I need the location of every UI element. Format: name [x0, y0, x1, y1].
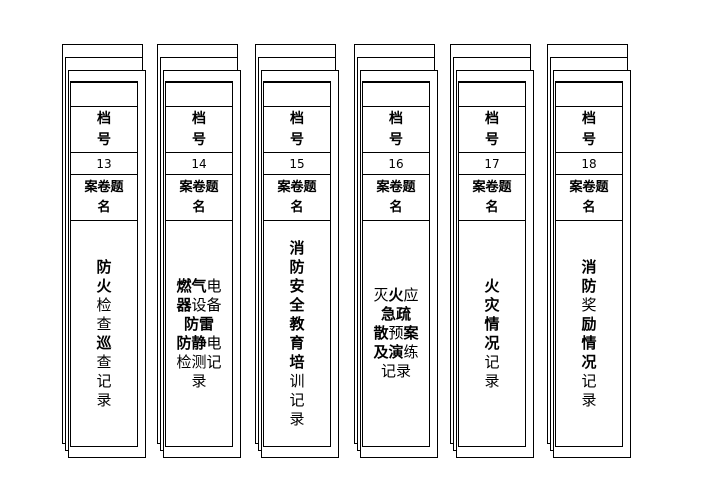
spine-label: 档 号 18 案卷题 名 消防奖励情况记录 — [555, 81, 623, 447]
title-line: 检 — [96, 295, 112, 314]
spine-label: 档 号 17 案卷题 名 火灾情况记录 — [458, 81, 526, 447]
spine-top-cell — [459, 83, 525, 107]
title-line: 防静电 — [176, 333, 222, 352]
archive-number-value: 18 — [556, 153, 622, 175]
archive-number-label: 档 号 — [459, 107, 525, 153]
title-line: 防 — [96, 257, 112, 276]
title-line: 安 — [289, 276, 305, 295]
title-line: 录 — [191, 371, 207, 390]
archive-number-value: 17 — [459, 153, 525, 175]
title-line: 查 — [96, 314, 112, 333]
file-title-value: 消防安全教育培训记录 — [264, 221, 330, 446]
file-title-value: 防火检查巡查记录 — [71, 221, 137, 446]
title-line: 记 — [484, 352, 500, 371]
title-line: 情 — [581, 333, 597, 352]
title-line: 奖 — [581, 295, 597, 314]
title-line: 记 — [289, 390, 305, 409]
archive-number-value: 16 — [363, 153, 429, 175]
archive-number-label: 档 号 — [264, 107, 330, 153]
file-title-label: 案卷题 名 — [71, 175, 137, 221]
title-line: 查 — [96, 352, 112, 371]
archive-number-label: 档 号 — [556, 107, 622, 153]
title-line: 器设备 — [176, 295, 222, 314]
archive-number-value: 15 — [264, 153, 330, 175]
title-line: 消 — [581, 257, 597, 276]
title-line: 灭火应 — [373, 286, 419, 304]
title-line: 培 — [289, 352, 305, 371]
spine-top-cell — [71, 83, 137, 107]
spine-top-cell — [363, 83, 429, 107]
file-title-value: 火灾情况记录 — [459, 221, 525, 446]
archive-binder-14: 档 号 14 案卷题 名 燃气电器设备防雷防静电检测记录 — [157, 44, 241, 458]
spine-top-cell — [264, 83, 330, 107]
file-title-label: 案卷题 名 — [459, 175, 525, 221]
archive-number-label: 档 号 — [166, 107, 232, 153]
title-line: 况 — [484, 333, 500, 352]
archive-binder-16: 档 号 16 案卷题 名 灭火应急疏散预案及演练记录 — [354, 44, 438, 458]
title-line: 况 — [581, 352, 597, 371]
title-line: 录 — [289, 409, 305, 428]
file-title-label: 案卷题 名 — [166, 175, 232, 221]
title-line: 火 — [484, 276, 500, 295]
spine-label: 档 号 14 案卷题 名 燃气电器设备防雷防静电检测记录 — [165, 81, 233, 447]
archive-number-label: 档 号 — [71, 107, 137, 153]
file-title-label: 案卷题 名 — [363, 175, 429, 221]
title-line: 育 — [289, 333, 305, 352]
title-line: 火 — [96, 276, 112, 295]
title-line: 灾 — [484, 295, 500, 314]
title-line: 训 — [289, 371, 305, 390]
spine-label: 档 号 13 案卷题 名 防火检查巡查记录 — [70, 81, 138, 447]
archive-binder-15: 档 号 15 案卷题 名 消防安全教育培训记录 — [255, 44, 339, 458]
title-line: 全 — [289, 295, 305, 314]
file-title-value: 燃气电器设备防雷防静电检测记录 — [166, 221, 232, 446]
archive-binder-17: 档 号 17 案卷题 名 火灾情况记录 — [450, 44, 534, 458]
title-line: 急疏 — [380, 305, 411, 323]
archive-binder-13: 档 号 13 案卷题 名 防火检查巡查记录 — [62, 44, 146, 458]
file-title-label: 案卷题 名 — [556, 175, 622, 221]
spine-label: 档 号 16 案卷题 名 灭火应急疏散预案及演练记录 — [362, 81, 430, 447]
file-title-value: 灭火应急疏散预案及演练记录 — [363, 221, 429, 446]
archive-binder-18: 档 号 18 案卷题 名 消防奖励情况记录 — [547, 44, 631, 458]
spine-label: 档 号 15 案卷题 名 消防安全教育培训记录 — [263, 81, 331, 447]
file-title-value: 消防奖励情况记录 — [556, 221, 622, 446]
title-line: 防 — [581, 276, 597, 295]
title-line: 情 — [484, 314, 500, 333]
archive-number-label: 档 号 — [363, 107, 429, 153]
title-line: 录 — [581, 390, 597, 409]
spine-top-cell — [556, 83, 622, 107]
file-title-label: 案卷题 名 — [264, 175, 330, 221]
title-line: 防雷 — [183, 314, 214, 333]
title-line: 教 — [289, 314, 305, 333]
title-line: 记 — [96, 371, 112, 390]
title-line: 记 — [581, 371, 597, 390]
title-line: 录 — [96, 390, 112, 409]
title-line: 励 — [581, 314, 597, 333]
title-line: 消 — [289, 238, 305, 257]
title-line: 防 — [289, 257, 305, 276]
title-line: 散预案 — [373, 324, 419, 342]
archive-number-value: 14 — [166, 153, 232, 175]
title-line: 及演练 — [373, 343, 419, 361]
title-line: 录 — [484, 371, 500, 390]
title-line: 检测记 — [176, 352, 222, 371]
spine-top-cell — [166, 83, 232, 107]
archive-number-value: 13 — [71, 153, 137, 175]
title-line: 巡 — [96, 333, 112, 352]
title-line: 燃气电 — [176, 276, 222, 295]
title-line: 记录 — [380, 362, 411, 380]
